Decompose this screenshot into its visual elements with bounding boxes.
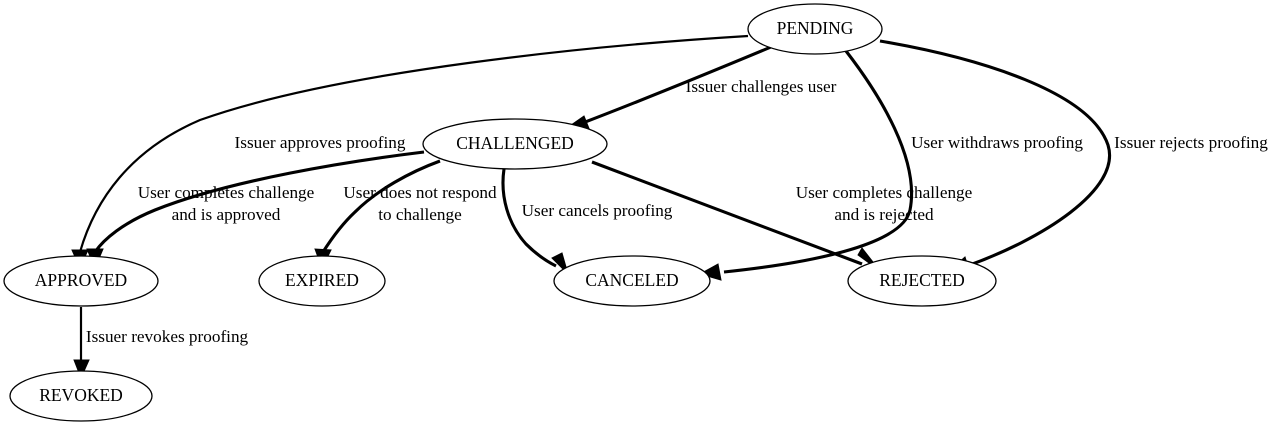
edge-label-user-completes-rejected-line1: User completes challenge [796, 183, 973, 202]
node-pending[interactable]: PENDING [747, 3, 883, 55]
edge-pending-to-challenged[interactable]: Issuer challenges user [562, 45, 837, 132]
edge-label-user-completes-approved-line1: User completes challenge [138, 183, 315, 202]
node-canceled[interactable]: CANCELED [553, 255, 711, 307]
node-ellipse-rejected [847, 255, 997, 307]
arrowhead-canceled-from-pending [698, 263, 722, 281]
edge-label-user-cancels-proofing: User cancels proofing [522, 201, 673, 220]
edge-label-issuer-approves-proofing: Issuer approves proofing [235, 133, 406, 152]
edge-challenged-to-rejected[interactable]: User completes challenge and is rejected [591, 160, 973, 272]
node-challenged[interactable]: CHALLENGED [422, 118, 608, 170]
node-ellipse-expired [258, 255, 386, 307]
node-label-rejected: REJECTED [879, 270, 965, 290]
edge-challenged-to-approved[interactable]: User completes challenge and is approved [86, 150, 425, 270]
edge-path-pending-approved [78, 34, 749, 253]
node-ellipse-challenged [422, 118, 608, 170]
node-ellipse-canceled [553, 255, 711, 307]
edge-path-pending-challenged [579, 45, 772, 126]
edge-label-user-completes-rejected-line2: and is rejected [834, 205, 934, 224]
edge-pending-to-approved[interactable]: Issuer approves proofing [71, 34, 749, 270]
edge-path-challenged-rejected [591, 160, 863, 266]
edge-path-challenged-expired [321, 159, 441, 253]
edge-label-user-withdraws-proofing: User withdraws proofing [911, 133, 1083, 152]
edge-path-pending-canceled [723, 50, 913, 274]
node-label-canceled: CANCELED [585, 270, 678, 290]
edge-pending-to-rejected[interactable]: Issuer rejects proofing [879, 39, 1268, 274]
node-ellipse-approved [3, 255, 159, 307]
node-ellipse-pending [747, 3, 883, 55]
arrowhead-revoked-from-approved [73, 359, 90, 380]
edge-label-issuer-challenges-user: Issuer challenges user [686, 77, 837, 96]
node-label-challenged: CHALLENGED [456, 133, 574, 153]
node-rejected[interactable]: REJECTED [847, 255, 997, 307]
edge-path-challenged-approved [93, 150, 425, 253]
edge-challenged-to-expired[interactable]: User does not respond to challenge [314, 159, 497, 270]
edge-label-user-completes-approved-line2: and is approved [172, 205, 281, 224]
node-label-approved: APPROVED [35, 270, 127, 290]
node-label-expired: EXPIRED [285, 270, 359, 290]
node-expired[interactable]: EXPIRED [258, 255, 386, 307]
node-label-revoked: REVOKED [39, 385, 123, 405]
edge-label-user-does-not-respond-line2: to challenge [378, 205, 462, 224]
node-approved[interactable]: APPROVED [3, 255, 159, 307]
edge-path-challenged-canceled [501, 168, 557, 268]
node-ellipse-revoked [9, 370, 153, 422]
edge-pending-to-canceled[interactable]: User withdraws proofing [698, 50, 1083, 281]
node-revoked[interactable]: REVOKED [9, 370, 153, 422]
node-label-pending: PENDING [777, 18, 854, 38]
edge-label-issuer-rejects-proofing: Issuer rejects proofing [1114, 133, 1268, 152]
edge-approved-to-revoked[interactable]: Issuer revokes proofing [73, 307, 249, 380]
edge-path-pending-rejected [879, 39, 1112, 268]
edge-label-user-does-not-respond-line1: User does not respond [343, 183, 497, 202]
edge-label-issuer-revokes-proofing: Issuer revokes proofing [86, 327, 249, 346]
